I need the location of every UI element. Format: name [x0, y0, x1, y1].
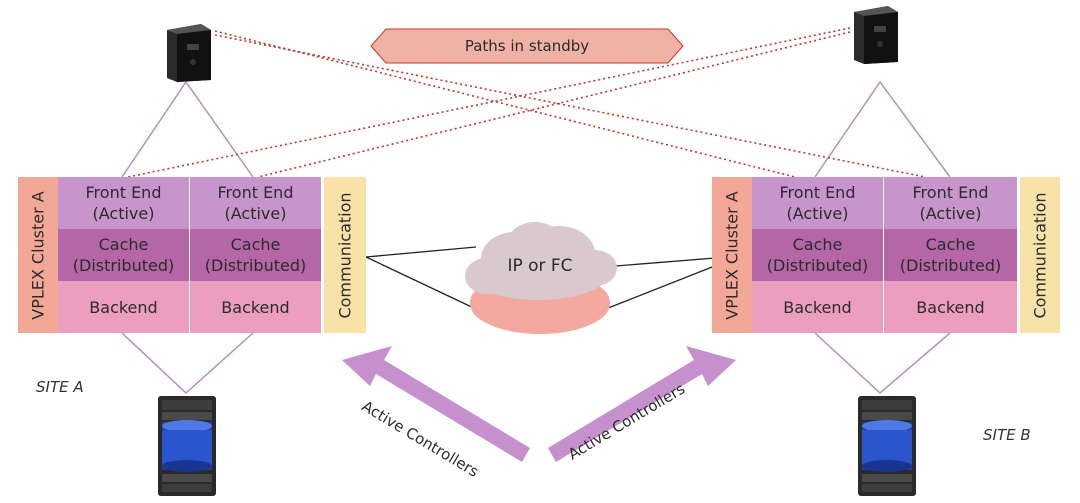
storage-b-links — [814, 332, 951, 395]
right-arrow-icon — [548, 346, 736, 462]
server-icon — [854, 6, 898, 64]
front-end-cell: Front End (Active) — [884, 177, 1018, 229]
cluster-b-label: VPLEX Cluster A — [712, 177, 752, 333]
communication-label: Communication — [1020, 177, 1060, 333]
server-b-links — [814, 80, 951, 178]
communication-label: Communication — [324, 177, 366, 333]
cluster-a-label: VPLEX Cluster A — [18, 177, 58, 333]
standby-path — [214, 34, 926, 178]
cluster-b-name: VPLEX Cluster A — [722, 190, 742, 320]
cloud-label: IP or FC — [507, 256, 573, 276]
backend-cell: Backend — [58, 281, 190, 333]
front-end-cell: Front End (Active) — [752, 177, 884, 229]
communication-text: Communication — [335, 191, 355, 319]
cloud-icon — [465, 222, 617, 334]
backend-cell: Backend — [752, 281, 884, 333]
front-end-cell: Front End (Active) — [190, 177, 322, 229]
cache-cell: Cache (Distributed) — [752, 229, 884, 281]
storage-array-icon — [858, 396, 916, 496]
cache-cell: Cache (Distributed) — [884, 229, 1018, 281]
storage-array-icon — [158, 396, 216, 496]
storage-a-links — [121, 332, 254, 395]
active-controllers-arrows — [342, 346, 736, 462]
site-b-label: SITE B — [983, 426, 1031, 444]
backend-cell: Backend — [190, 281, 322, 333]
cache-cell: Cache (Distributed) — [58, 229, 190, 281]
server-a-links — [121, 80, 254, 178]
standby-paths — [127, 27, 926, 178]
front-end-cell: Front End (Active) — [58, 177, 190, 229]
standby-path — [257, 31, 851, 178]
backend-cell: Backend — [884, 281, 1018, 333]
standby-banner — [370, 28, 684, 64]
communication-text: Communication — [1030, 191, 1050, 319]
server-icon — [167, 24, 211, 82]
left-arrow-icon — [342, 346, 530, 462]
standby-banner-label: Paths in standby — [464, 37, 590, 55]
cache-cell: Cache (Distributed) — [190, 229, 322, 281]
site-a-label: SITE A — [36, 378, 84, 396]
cluster-a-name: VPLEX Cluster A — [28, 190, 48, 320]
